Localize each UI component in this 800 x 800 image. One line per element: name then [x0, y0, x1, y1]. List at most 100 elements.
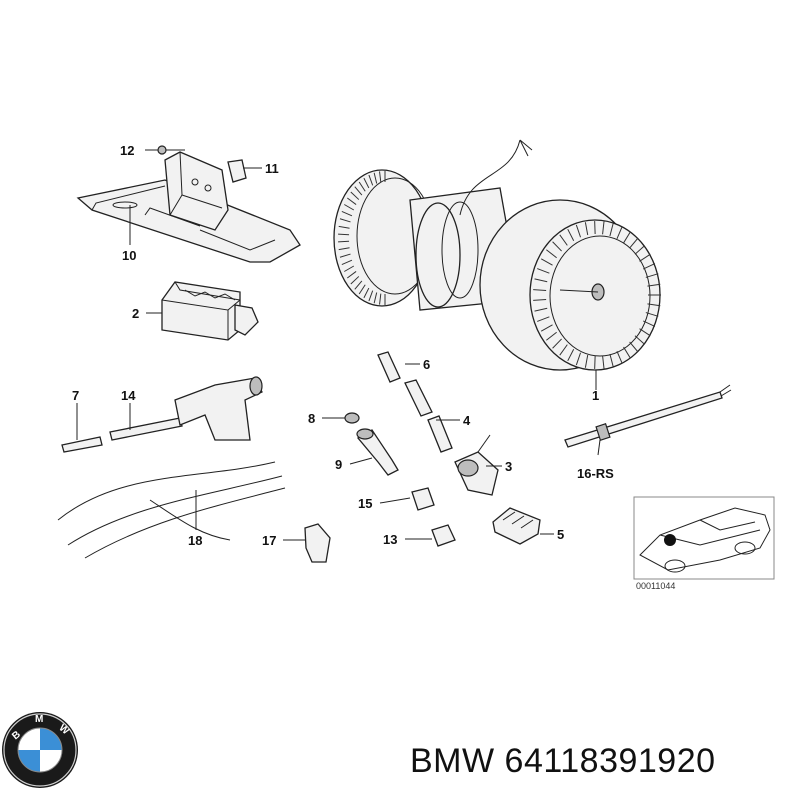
fan-fin — [540, 258, 553, 266]
part-9-valve — [356, 428, 399, 476]
fan-fin — [645, 312, 659, 317]
fan-fin — [537, 268, 550, 274]
fan-fin — [379, 171, 382, 183]
fan-fin — [347, 197, 357, 205]
fan-fin — [338, 233, 350, 236]
part-6-tube — [377, 351, 401, 383]
fan-fin — [634, 245, 645, 255]
callout-9: 9 — [335, 457, 342, 472]
fan-fin — [373, 292, 378, 304]
callout-12: 12 — [120, 143, 134, 158]
fan-fin — [642, 263, 656, 270]
fan-fin — [339, 218, 351, 223]
fan-fin — [623, 346, 631, 359]
fan-fin — [344, 204, 355, 211]
fan-fin — [363, 177, 370, 189]
fan-fin — [559, 234, 568, 246]
fan-fin — [623, 231, 631, 244]
part-number: 64118391920 — [504, 742, 716, 780]
fan-fin — [559, 344, 568, 356]
callout-1: 1 — [592, 388, 599, 403]
fan-fin — [634, 335, 645, 345]
fan-fin — [534, 278, 548, 283]
part-10-housing-plate — [76, 151, 301, 263]
callout-16-rs: 16-RS — [577, 466, 614, 481]
part-7-pin — [61, 436, 103, 453]
fan-fin — [533, 298, 547, 301]
fan-fin — [546, 249, 557, 259]
part-13-clip — [431, 524, 456, 547]
fan-fin — [341, 211, 353, 217]
fan-fin — [575, 224, 582, 238]
fan-fin — [368, 174, 374, 186]
callout-5: 5 — [557, 527, 564, 542]
callout-18: 18 — [188, 533, 202, 548]
fan-fin — [540, 324, 553, 332]
callout-8: 8 — [308, 411, 315, 426]
fan-fin — [338, 240, 350, 243]
fan-fin — [639, 328, 651, 337]
bmw-logo: B M W — [2, 712, 78, 788]
fan-fin — [647, 303, 661, 307]
fan-fin — [344, 265, 355, 272]
fan-fin — [350, 191, 360, 200]
leader-lines — [76, 149, 601, 541]
fan-fin — [354, 280, 363, 290]
fan-fin — [642, 320, 656, 327]
fan-fin — [609, 223, 614, 237]
fan-fin — [358, 284, 366, 295]
fan-fin — [647, 283, 661, 287]
callout-7: 7 — [72, 388, 79, 403]
part-15-clip — [411, 487, 435, 511]
fan-fin — [584, 222, 589, 236]
fan-fin — [537, 316, 550, 322]
part-3-servo — [454, 434, 499, 496]
car-location-thumbnail: 00011044 — [633, 496, 775, 591]
callout-2: 2 — [132, 306, 139, 321]
reference-code: 00011044 — [636, 581, 675, 591]
fan-fin — [602, 355, 605, 369]
part-2-resistor — [161, 281, 259, 341]
fan-fin — [584, 354, 589, 368]
fan-fin — [350, 276, 360, 285]
fan-fin — [616, 350, 623, 364]
fan-fin — [338, 225, 350, 229]
fan-fin — [602, 221, 605, 235]
fan-fin — [575, 352, 582, 366]
fan-fin — [629, 237, 639, 249]
callout-4: 4 — [463, 413, 471, 428]
fan-fin — [354, 186, 363, 196]
fan-fin — [379, 293, 382, 305]
part-5-connector — [492, 507, 541, 545]
callout-6: 6 — [423, 357, 430, 372]
part-16-rs-sensor — [564, 384, 732, 448]
fan-fin — [338, 247, 350, 251]
fan-fin — [341, 259, 353, 265]
fan-fin — [616, 226, 623, 240]
part-14-sensor — [109, 376, 263, 441]
fan-fin — [339, 253, 351, 258]
fan-fin — [534, 307, 548, 312]
fan-fin — [373, 172, 378, 184]
fan-fin — [567, 349, 575, 362]
footer-brand-line: BMW 64118391920 — [410, 742, 716, 781]
part-8-cap — [344, 412, 360, 424]
fan-fin — [358, 181, 366, 192]
fan-fin — [533, 289, 547, 292]
fan-fin — [368, 290, 374, 302]
callout-labels: 12 11 10 2 1 6 4 8 9 3 16-RS 15 13 5 7 1… — [72, 143, 614, 548]
callout-13: 13 — [383, 532, 397, 547]
fan-fin — [629, 341, 639, 353]
callout-14: 14 — [121, 388, 136, 403]
callout-11: 11 — [265, 161, 279, 176]
callout-15: 15 — [358, 496, 372, 511]
callout-17: 17 — [262, 533, 276, 548]
fan-fin — [347, 271, 357, 279]
fan-fin — [552, 338, 562, 349]
svg-text:M: M — [35, 714, 43, 725]
callout-3: 3 — [505, 459, 512, 474]
brand-name: BMW — [410, 742, 495, 780]
fan-fin — [609, 353, 614, 367]
fan-fin — [552, 241, 562, 252]
